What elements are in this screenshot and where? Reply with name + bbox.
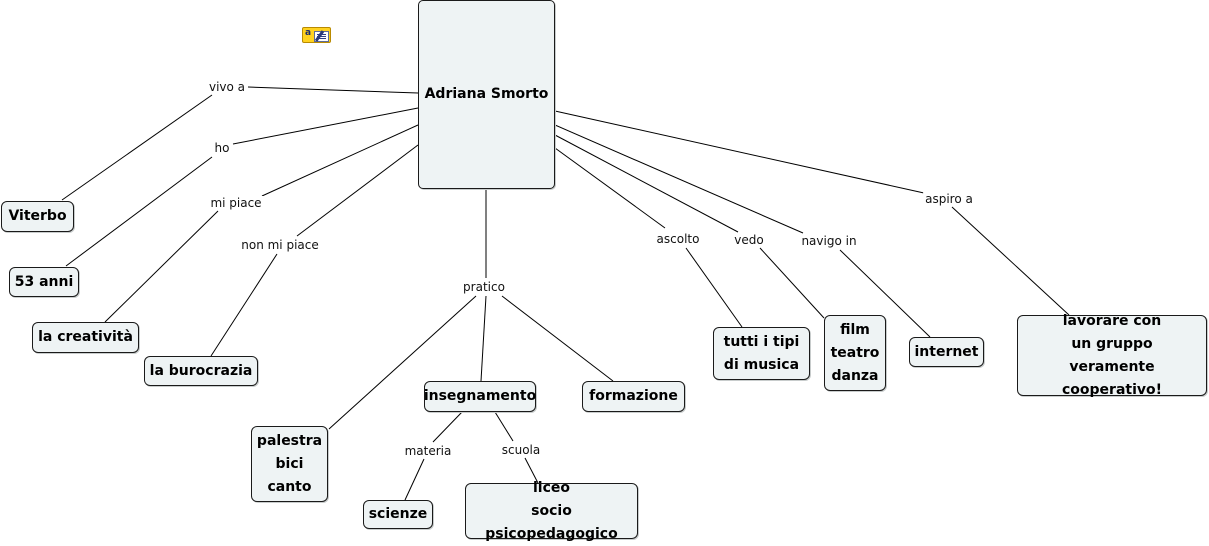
line-central-aspiro-a <box>554 110 925 194</box>
link-label-aspiro-a: aspiro a <box>923 192 975 206</box>
line-scuola-liceo <box>524 457 539 484</box>
letter-a-glyph: a <box>305 28 312 38</box>
line-pratico-palestra <box>328 295 477 430</box>
concept-insegnamento[interactable]: insegnamento <box>424 381 536 412</box>
line-pratico-insegnamento <box>480 295 487 382</box>
line-insegnamento-materia <box>432 411 463 443</box>
concept-film-teatro-danza[interactable]: film teatro danza <box>824 315 886 391</box>
link-label-non-mi-piace: non mi piace <box>239 238 321 252</box>
concept-la-creativita[interactable]: la creatività <box>32 322 139 353</box>
link-label-ho: ho <box>212 141 232 155</box>
concept-viterbo[interactable]: Viterbo <box>1 201 74 232</box>
concept-lavorare-con-un-gruppo[interactable]: lavorare con un gruppo veramente coopera… <box>1017 313 1207 398</box>
line-ho-53-anni <box>65 156 213 267</box>
line-ascolto-musica <box>685 247 743 328</box>
line-mi-piace-creativita <box>104 210 219 323</box>
line-materia-scienze <box>404 458 425 501</box>
link-label-vedo: vedo <box>732 233 766 247</box>
line-non-mi-piace-burocrazia <box>210 253 278 357</box>
central-concept[interactable]: Adriana Smorto <box>418 0 555 189</box>
line-vedo-film <box>759 247 825 319</box>
line-central-mi-piace <box>261 124 419 197</box>
line-navigo-in-internet <box>839 249 931 338</box>
link-label-scuola: scuola <box>499 443 543 457</box>
link-label-ascolto: ascolto <box>654 232 702 246</box>
concept-palestra-bici-canto[interactable]: palestra bici canto <box>251 426 328 502</box>
concept-scienze[interactable]: scienze <box>363 500 433 529</box>
concept-internet[interactable]: internet <box>909 337 984 367</box>
line-pratico-formazione <box>501 295 614 382</box>
line-central-ascolto <box>554 147 666 229</box>
concept-tutti-i-tipi-di-musica[interactable]: tutti i tipi di musica <box>713 327 810 380</box>
concept-53-anni[interactable]: 53 anni <box>9 267 79 297</box>
line-central-navigo-in <box>554 124 804 234</box>
link-label-mi-piace: mi piace <box>208 196 264 210</box>
line-central-vedo <box>554 134 739 233</box>
note-icon[interactable]: a <box>302 27 331 43</box>
line-central-non-mi-piace <box>296 144 419 237</box>
concept-la-burocrazia[interactable]: la burocrazia <box>144 356 258 386</box>
link-label-pratico: pratico <box>461 280 507 294</box>
concept-liceo-socio-psicopedagogico[interactable]: liceo socio psicopedagogico <box>465 480 638 542</box>
link-label-materia: materia <box>402 444 454 458</box>
line-central-ho <box>232 107 419 145</box>
line-insegnamento-scuola <box>494 411 514 442</box>
line-vivo-a-viterbo <box>61 94 213 201</box>
link-label-navigo-in: navigo in <box>799 234 859 248</box>
line-central-vivo-a <box>247 86 419 94</box>
link-label-vivo-a: vivo a <box>206 80 248 94</box>
line-aspiro-a-cooperativo <box>951 206 1070 316</box>
concept-formazione[interactable]: formazione <box>582 381 685 412</box>
